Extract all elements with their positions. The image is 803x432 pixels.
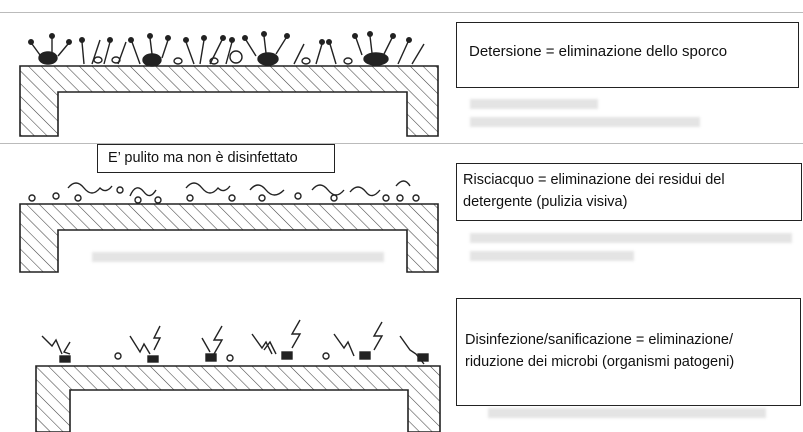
disinfezione-label-line1: Disinfezione/sanificazione = eliminazion… [465, 332, 733, 348]
dirt-particle-icon [326, 31, 425, 66]
dirt-particle-icon [241, 31, 326, 66]
detersione-label: Detersione = eliminazione dello sporco [469, 43, 728, 60]
disinfezione-label-line2: riduzione dei microbi (organismi patogen… [465, 354, 735, 370]
top-divider [0, 12, 803, 13]
microbe-lightning-icon [41, 335, 71, 363]
disinfezione-label-box: Disinfezione/sanificazione = eliminazion… [456, 298, 801, 406]
microbes [41, 319, 429, 365]
surface-3 [35, 365, 441, 432]
dirt-particle-icon [78, 37, 127, 65]
ghost-text-4 [488, 408, 766, 418]
residue-swirl-icon [67, 182, 113, 194]
risciacquo-label-line1: Risciacquo = eliminazione dei residui de… [463, 172, 725, 188]
pulito-note-box: E’ pulito ma non è disinfettato [97, 144, 335, 173]
dirt-particle-icon [127, 33, 183, 67]
ghost-text-1 [470, 96, 700, 127]
dirt-particle-icon [28, 33, 72, 65]
microbe-lightning-icon [129, 325, 162, 363]
surface-1 [19, 65, 439, 137]
risciacquo-label-box: Risciacquo = eliminazione dei residui de… [456, 163, 802, 221]
detersione-label-box: Detersione = eliminazione dello sporco [456, 22, 799, 88]
surface-2 [19, 203, 439, 273]
ghost-text-2 [470, 230, 792, 261]
microbe-lightning-icon [201, 325, 234, 362]
residue-swirl-icon [185, 182, 231, 194]
dirt-particle-icon [182, 35, 243, 65]
ghost-text-3 [92, 252, 384, 262]
middle-divider [0, 143, 803, 144]
residue-swirl-icon [28, 194, 36, 202]
residue-swirls [28, 180, 420, 204]
microbe-lightning-icon [251, 319, 302, 360]
microbe-lightning-icon [333, 321, 384, 360]
microbe-lightning-icon [399, 335, 429, 365]
residue-swirl-icon [311, 184, 345, 196]
dirt-particles [28, 31, 425, 67]
risciacquo-label-line2: detergente (pulizia visiva) [463, 194, 628, 210]
pulito-note: E’ pulito ma non è disinfettato [108, 150, 298, 166]
